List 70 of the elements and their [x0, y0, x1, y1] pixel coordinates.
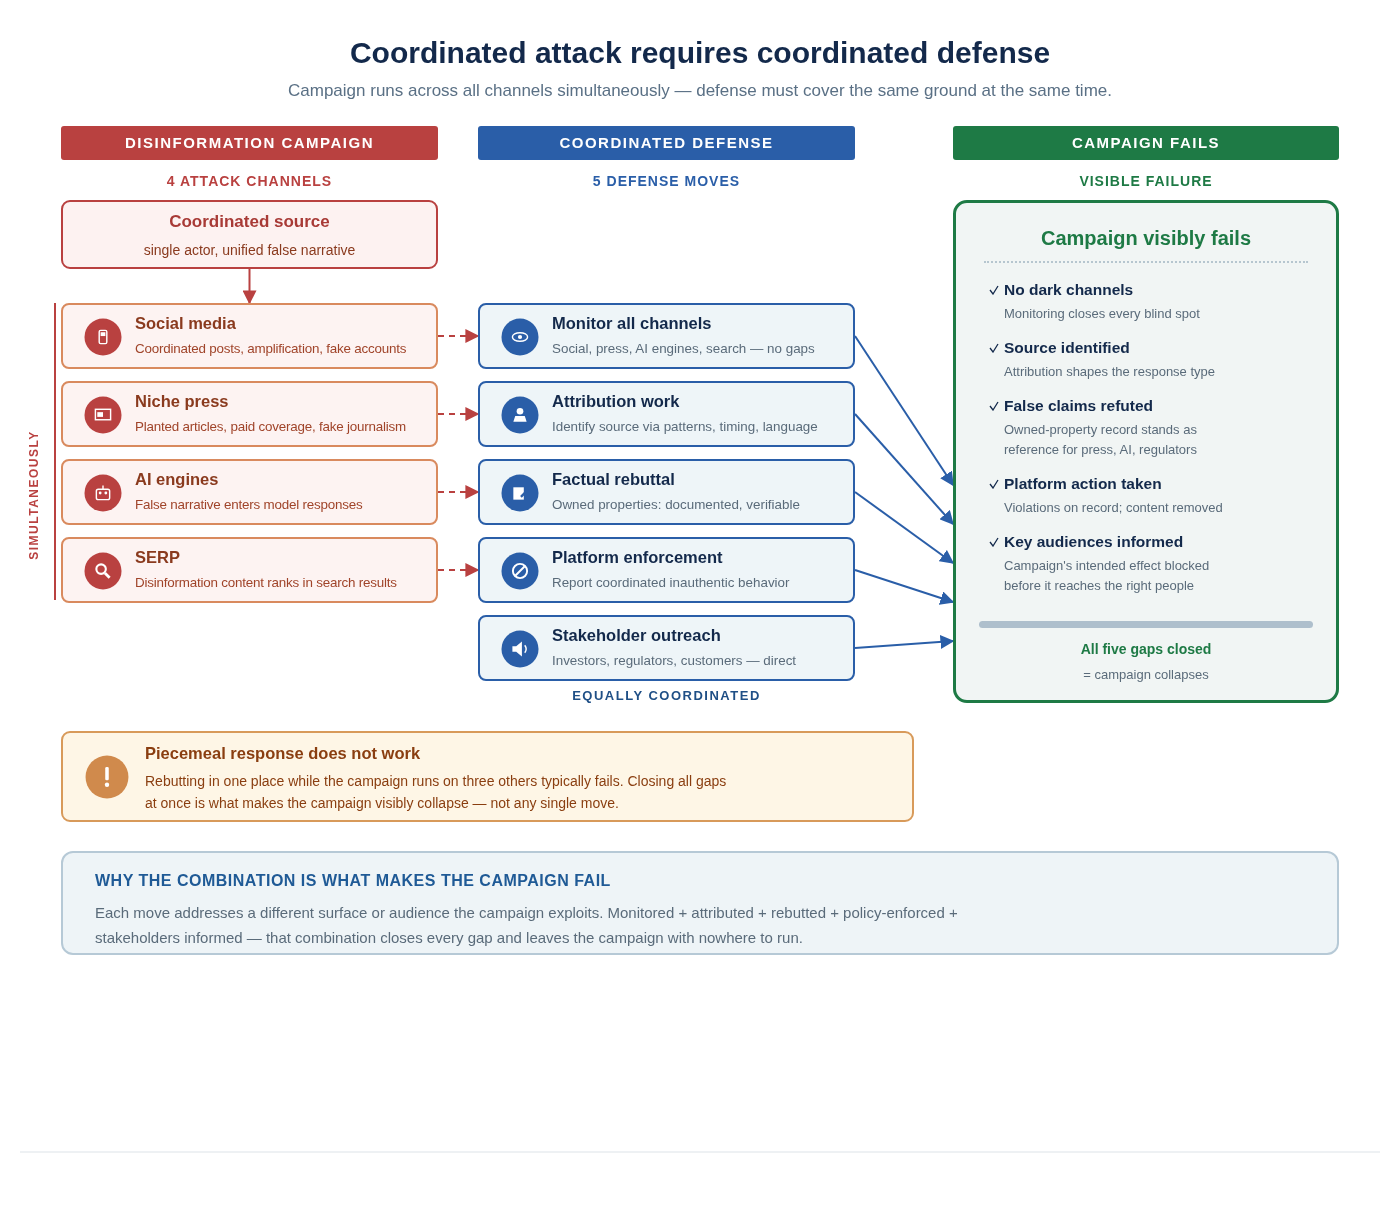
- arrow: [854, 335, 954, 487]
- title: Coordinated attack requires coordinated defense: [348, 36, 1052, 70]
- card-description: Owned properties: documented, verifiable: [552, 497, 801, 513]
- section-header: CAMPAIGN FAILS: [953, 126, 1339, 160]
- dashed-arrow: [437, 407, 480, 421]
- box-heading: WHY THE COMBINATION IS WHAT MAKES THE CAMPAIGN FAIL: [95, 872, 611, 890]
- dashed-arrow: [437, 485, 480, 499]
- defense-card: [478, 381, 855, 447]
- arrow: [854, 569, 955, 605]
- arrow: [854, 413, 954, 526]
- card-description: Identify source via patterns, timing, language: [552, 419, 819, 435]
- card-description: Coordinated posts, amplification, fake accounts: [135, 341, 408, 357]
- card-title: Platform enforcement: [552, 548, 723, 567]
- item-title: No dark channels: [1004, 281, 1134, 299]
- dashed-arrow: [437, 329, 480, 343]
- channel-card: [61, 303, 438, 369]
- card-title: SERP: [135, 548, 180, 567]
- card-title: Monitor all channels: [552, 314, 712, 333]
- item-description: Monitoring closes every blind spot: [1004, 305, 1201, 323]
- summary-text: = campaign collapses: [1082, 667, 1210, 682]
- callout-text: Rebutting in one place while the campaign runs on three others typically fails. Closing all gaps at once is what makes the campaign visibly collapse — not any single move.: [145, 772, 728, 813]
- card-title: Niche press: [135, 392, 229, 411]
- item-description: Campaign's intended effect blocked before it reaches the right people: [1004, 557, 1211, 595]
- summary-title: All five gaps closed: [1079, 641, 1213, 657]
- box-text: Each move addresses a different surface or audience the campaign exploits. Monitored + attributed + rebutted + policy-enforced + stakeholders informed — that combination closes every gap and leaves the campaign with nowhere to run.: [95, 903, 959, 948]
- explanation-box: [61, 851, 1339, 955]
- channel-card: [61, 459, 438, 525]
- item-title: Key audiences informed: [1004, 533, 1184, 551]
- card-title: Attribution work: [552, 392, 680, 411]
- arrow: [854, 634, 955, 649]
- item-description: Violations on record; content removed: [1004, 499, 1224, 517]
- column-footnote: EQUALLY COORDINATED: [571, 688, 762, 703]
- column-subheading: 4 ATTACK CHANNELS: [165, 173, 334, 189]
- item-description: Owned-property record stands as reference for press, AI, regulators: [1004, 421, 1198, 459]
- column-subheading: 5 DEFENSE MOVES: [591, 173, 742, 189]
- card-title: Coordinated source: [168, 212, 331, 232]
- subtitle: Campaign runs across all channels simultaneously — defense must cover the same ground at the same time.: [287, 81, 1113, 101]
- section-header: DISINFORMATION CAMPAIGN: [61, 126, 438, 160]
- card-description: Investors, regulators, customers — direct: [552, 653, 798, 669]
- item-description: Attribution shapes the response type: [1004, 363, 1217, 381]
- card-description: False narrative enters model responses: [135, 497, 364, 513]
- card-description: Social, press, AI engines, search — no gaps: [552, 341, 816, 357]
- side-label: SIMULTANEOUSLY: [27, 430, 41, 560]
- warning-callout: [61, 731, 914, 822]
- defense-card: [478, 615, 855, 681]
- item-title: False claims refuted: [1004, 397, 1154, 415]
- arrow: [854, 491, 955, 564]
- callout-title: Piecemeal response does not work: [145, 744, 421, 763]
- defense-card: [478, 537, 855, 603]
- source-box: [61, 200, 438, 269]
- card-title: AI engines: [135, 470, 219, 489]
- result-panel: [953, 200, 1339, 703]
- card-title: Stakeholder outreach: [552, 626, 721, 645]
- defense-card: [478, 459, 855, 525]
- item-title: Platform action taken: [1004, 475, 1162, 493]
- defense-card: [478, 303, 855, 369]
- item-title: Source identified: [1004, 339, 1130, 357]
- card-description: Disinformation content ranks in search results: [135, 575, 398, 591]
- card-title: Factual rebuttal: [552, 470, 675, 489]
- card-description: Report coordinated inauthentic behavior: [552, 575, 791, 591]
- channel-card: [61, 381, 438, 447]
- dashed-arrow: [437, 563, 480, 577]
- card-title: Social media: [135, 314, 236, 333]
- section-header: COORDINATED DEFENSE: [478, 126, 855, 160]
- card-description: single actor, unified false narrative: [142, 242, 357, 258]
- panel-title: Campaign visibly fails: [1039, 227, 1253, 250]
- arrow: [242, 268, 257, 305]
- column-subheading: VISIBLE FAILURE: [1078, 173, 1214, 189]
- channel-card: [61, 537, 438, 603]
- card-description: Planted articles, paid coverage, fake journalism: [135, 419, 407, 435]
